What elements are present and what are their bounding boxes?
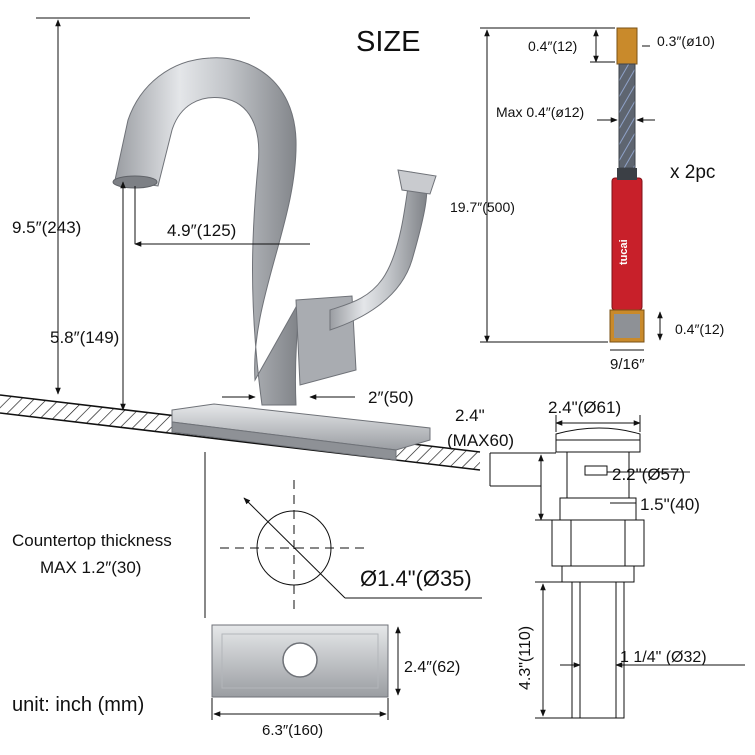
hose-length: 19.7″(500) (450, 199, 515, 215)
faucet-dimensions (36, 17, 355, 411)
drain-body-length: 1.5"(40) (640, 495, 700, 514)
crosshair-icon (220, 480, 482, 612)
unit-note: unit: inch (mm) (12, 694, 144, 716)
drain-dimensions (489, 415, 745, 719)
spout-reach-label: 4.9″(125) (167, 221, 236, 240)
hose-illustration: tucai (609, 27, 645, 343)
faucet-height-label: 9.5″(243) (12, 218, 81, 237)
base-width-label: 2″(50) (368, 388, 414, 407)
countertop-label-line2: MAX 1.2″(30) (40, 558, 141, 577)
deck-plate-dimensions (211, 626, 401, 720)
drain-tail-length: 4.3"(110) (517, 626, 534, 690)
countertop-label-line1: Countertop thickness (12, 531, 172, 550)
diagram-title: SIZE (356, 26, 420, 58)
drain-height-line1: 2.4" (455, 406, 485, 425)
hose-bottom-nut: 0.4″(12) (675, 321, 724, 337)
faucet-illustration (112, 57, 437, 461)
drain-body-diameter: 2.2"(Ø57) (612, 465, 685, 484)
hole-diameter-label: Ø1.4"(Ø35) (360, 566, 472, 591)
deck-plate-illustration (211, 624, 389, 698)
hose-nut-length: 0.4″(12) (528, 38, 577, 54)
hose-max-diameter: Max 0.4″(ø12) (496, 104, 584, 120)
deck-plate-width: 6.3″(160) (262, 722, 323, 739)
drain-height-line2: (MAX60) (447, 431, 514, 450)
drain-tail-diameter: 1 1/4" (Ø32) (620, 649, 707, 666)
hose-dimensions (480, 27, 663, 351)
spout-height-label: 5.8″(149) (50, 328, 119, 347)
drain-cap-diameter: 2.4"(Ø61) (548, 398, 621, 417)
hose-thread: 9/16″ (610, 356, 645, 373)
drain-illustration (551, 427, 645, 719)
hose-tip-diameter: 0.3″(ø10) (657, 33, 715, 49)
hose-quantity: x 2pc (670, 162, 715, 183)
hose-brand: tucai (618, 239, 630, 265)
deck-plate-height: 2.4″(62) (404, 659, 460, 676)
